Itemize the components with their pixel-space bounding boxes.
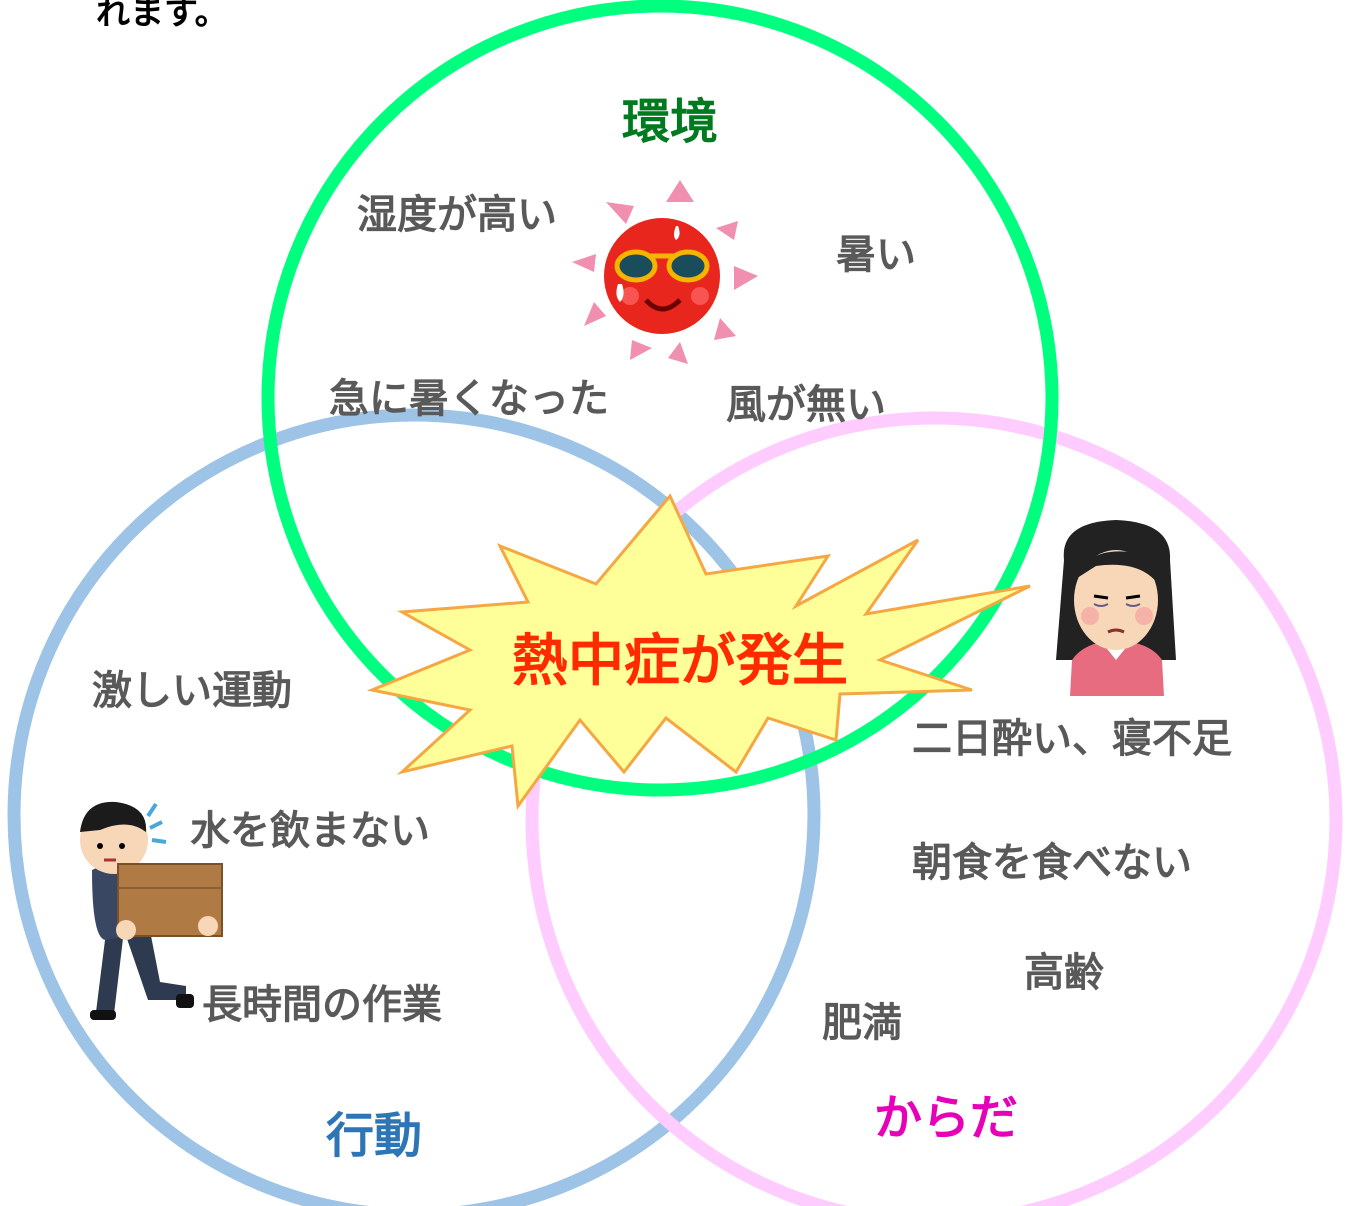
- environment-circle: [261, 0, 1059, 797]
- behavior-circle: [7, 408, 821, 1206]
- heatstroke-occurs-label: 熱中症が発生: [512, 629, 848, 694]
- factor-hot: 暑い: [836, 232, 916, 278]
- factor-obesity: 肥満: [822, 1000, 902, 1046]
- factor-humidity-high: 湿度が高い: [357, 192, 557, 238]
- factor-no-wind: 風が無い: [726, 382, 886, 428]
- sun-with-sunglasses-icon: [572, 180, 758, 364]
- factor-hangover-no-sleep: 二日酔い、寝不足: [912, 716, 1232, 762]
- environment-title: 環境: [622, 94, 718, 150]
- factor-no-water: 水を飲まない: [190, 808, 430, 854]
- factor-long-work: 長時間の作業: [202, 982, 442, 1028]
- body-circle: [525, 411, 1343, 1206]
- behavior-title: 行動: [326, 1108, 422, 1164]
- tired-woman-icon: [1056, 520, 1176, 696]
- factor-no-breakfast: 朝食を食べない: [912, 840, 1192, 886]
- body-title: からだ: [874, 1090, 1018, 1146]
- factor-sudden-heat: 急に暑くなった: [329, 376, 609, 422]
- top-text-fragment: れます。: [96, 0, 229, 33]
- factor-elderly: 高齢: [1024, 950, 1104, 996]
- explosion-burst-shape: [366, 493, 1031, 811]
- factor-intense-exercise: 激しい運動: [92, 668, 292, 714]
- worker-carrying-box-icon: [80, 801, 223, 1020]
